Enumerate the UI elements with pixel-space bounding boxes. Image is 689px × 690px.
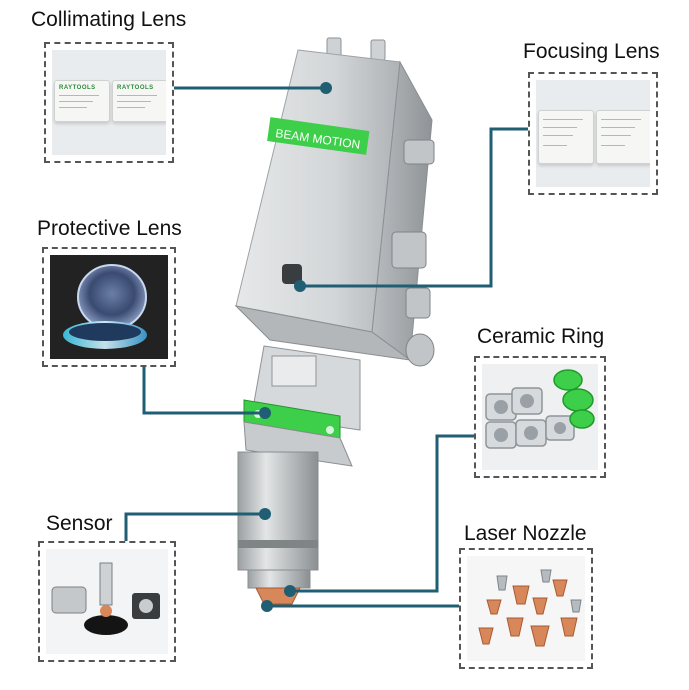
ceramic-ring-icon xyxy=(485,369,595,449)
label-laser-nozzle: Laser Nozzle xyxy=(464,522,587,545)
laser-nozzle-photo xyxy=(459,548,593,669)
head-main-body xyxy=(235,49,401,333)
side-fittings xyxy=(391,139,435,367)
label-sensor: Sensor xyxy=(46,512,113,535)
collimating-lens-cases: RAYTOOLS RAYTOOLS xyxy=(52,50,166,155)
lens-case xyxy=(596,110,650,164)
sensor-photo xyxy=(38,541,176,662)
laser-nozzle-image xyxy=(467,556,585,661)
lens-case: RAYTOOLS xyxy=(54,80,110,122)
label-ceramic-ring: Ceramic Ring xyxy=(477,325,605,348)
leader-anchors xyxy=(259,82,332,612)
ceramic-ring-image xyxy=(482,364,598,470)
top-connectors xyxy=(326,37,386,61)
focus-knob xyxy=(282,264,302,284)
middle-window xyxy=(271,355,317,387)
lower-housing xyxy=(243,421,353,467)
protective-lens-image xyxy=(50,255,168,359)
label-focusing-lens: Focusing Lens xyxy=(523,40,660,63)
laser-nozzle-icon xyxy=(478,569,582,647)
focusing-lens-photo xyxy=(528,72,658,195)
sensor-image xyxy=(46,549,168,654)
sensor-icon xyxy=(51,562,160,635)
focusing-lens-cases xyxy=(536,80,650,187)
label-collimating-lens: Collimating Lens xyxy=(31,8,187,31)
protective-lens-photo xyxy=(42,247,176,367)
lens-case: RAYTOOLS xyxy=(112,80,166,122)
brand-stripe xyxy=(267,117,370,155)
collimating-lens-photo: RAYTOOLS RAYTOOLS xyxy=(44,42,174,163)
sensor-cylinder xyxy=(237,451,319,571)
leader-lines xyxy=(124,86,528,608)
case-brand-text: RAYTOOLS xyxy=(59,85,96,91)
protective-lens-icon xyxy=(63,264,147,349)
lens-case xyxy=(538,110,594,164)
case-brand-text: RAYTOOLS xyxy=(117,85,154,91)
label-protective-lens: Protective Lens xyxy=(37,217,182,240)
ceramic-ring-photo xyxy=(474,356,606,478)
